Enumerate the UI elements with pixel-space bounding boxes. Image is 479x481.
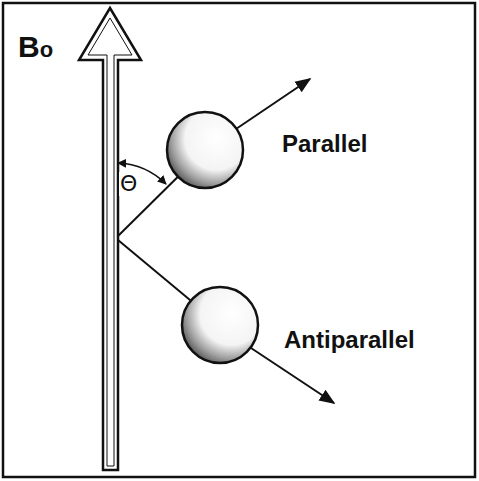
parallel-sphere (167, 112, 243, 188)
field-arrow (79, 8, 141, 470)
antiparallel-spin-arrow (251, 348, 334, 403)
frame (3, 3, 475, 477)
parallel-spin-arrow (236, 79, 310, 129)
angle-label: Θ (119, 172, 138, 196)
field-label: Bo (18, 30, 53, 63)
antiparallel-sphere (182, 287, 258, 363)
state-label: Parallel (282, 131, 367, 157)
state-label: Antiparallel (284, 327, 415, 353)
field-arrow-inner (88, 18, 132, 466)
